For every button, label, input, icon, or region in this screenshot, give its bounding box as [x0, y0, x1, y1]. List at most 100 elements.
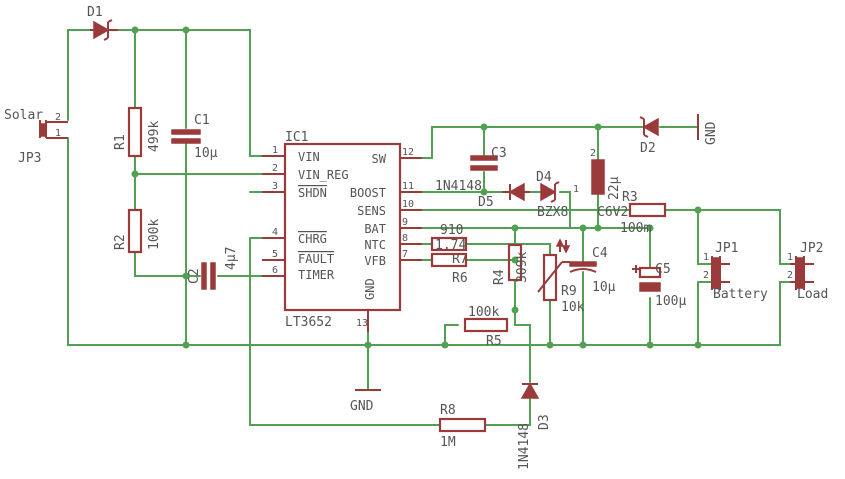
c5-ref: C5 — [655, 262, 671, 277]
ic-ref: IC1 — [285, 130, 308, 145]
c5-value: 100µ — [655, 294, 686, 309]
jp2-pin-num: 1 — [787, 252, 793, 263]
ic-pin-name: SW — [372, 152, 387, 166]
junction — [182, 26, 190, 34]
ic-lt3652: IC1 LT3652 1 2 3 4 5 6 VIN VIN_REG SHDN … — [262, 130, 422, 332]
ic-pin-name: BOOST — [350, 186, 386, 200]
resistor-r3: R3 100m — [620, 190, 667, 236]
junction — [511, 224, 519, 232]
r3-value: 100m — [620, 221, 651, 236]
inductor-l1: 2 1 22µ — [573, 148, 622, 200]
junction — [511, 256, 519, 264]
ic-pin-num: 9 — [402, 217, 408, 228]
resistor-r6: 1.74 R6 — [430, 238, 468, 286]
jp2-ref: JP2 — [800, 241, 823, 256]
c2-ref: C2 — [187, 268, 202, 284]
capacitor-c5: C5 100µ — [632, 262, 686, 309]
junction — [579, 341, 587, 349]
ic-pin-num: 4 — [272, 227, 278, 238]
zener-d4: D4 BZX8 C6V2 — [536, 170, 628, 220]
jp1-ref: JP1 — [715, 241, 738, 256]
junctions — [131, 26, 702, 349]
jp1-pin-num: 1 — [703, 252, 709, 263]
r9-value: 10k — [561, 300, 585, 315]
r2-value: 100k — [147, 219, 162, 250]
c4-value: 10µ — [592, 280, 616, 295]
ic-pin-name: VFB — [364, 254, 386, 268]
wires — [67, 29, 791, 426]
capacitor-c1: C1 10µ — [171, 113, 218, 161]
jp3-ref: JP3 — [18, 151, 41, 166]
r6-ref: R6 — [452, 271, 468, 286]
ic-pin-num: 11 — [402, 181, 414, 192]
r1-value: 499k — [147, 121, 162, 152]
junction — [182, 341, 190, 349]
junction — [646, 341, 654, 349]
resistor-r5: 100k R5 — [463, 305, 509, 349]
gnd-bottom-label: GND — [350, 399, 374, 414]
jp3-pin-num: 1 — [55, 128, 61, 139]
c1-ref: C1 — [194, 113, 210, 128]
l1-pin-num: 1 — [573, 184, 579, 195]
junction — [131, 26, 139, 34]
ic-pin-name: VIN_REG — [298, 168, 349, 182]
r2-ref: R2 — [113, 234, 128, 250]
ic-pin-name: CHRG — [298, 232, 327, 246]
jp3-label: Solar — [4, 108, 43, 123]
d4-value: BZX8 — [537, 205, 568, 220]
diode-d5: 1N4148 D5 — [435, 179, 530, 210]
r9-ref: R9 — [561, 284, 577, 299]
junction — [546, 341, 554, 349]
junction — [646, 224, 654, 232]
r1-ref: R1 — [113, 134, 128, 150]
junction — [480, 188, 488, 196]
ic-pin-name: SENS — [357, 204, 386, 218]
junction — [364, 341, 372, 349]
diode-d3: D3 1N4148 — [517, 382, 552, 470]
c1-value: 10µ — [194, 146, 218, 161]
jp1-label: Battery — [713, 287, 768, 302]
junction — [579, 224, 587, 232]
resistor-r1: R1 499k — [113, 106, 162, 158]
ic-pin-num: 7 — [402, 249, 408, 260]
ic-pin-name: NTC — [364, 238, 386, 252]
r4-ref: R4 — [492, 269, 507, 285]
junction — [594, 123, 602, 131]
thermistor-r9: R9 10k — [537, 238, 585, 315]
ic-pin-name: TIMER — [298, 268, 335, 282]
jp2-label: Load — [797, 287, 828, 302]
l1-value: 22µ — [607, 176, 622, 200]
l1-pin-num: 2 — [590, 148, 596, 159]
resistor-r8: R8 1M — [438, 403, 487, 450]
junction — [511, 306, 519, 314]
junction — [182, 272, 190, 280]
r5-value: 100k — [468, 305, 499, 320]
ic-pin-name: GND — [363, 278, 377, 300]
r5-ref: R5 — [486, 334, 502, 349]
ic-pin-num: 1 — [272, 145, 278, 156]
junction — [594, 224, 602, 232]
jp3-pin-num: 2 — [55, 112, 61, 123]
r6-value: 1.74 — [435, 238, 466, 253]
capacitor-c2: C2 4µ7 — [187, 247, 239, 290]
junction — [441, 341, 449, 349]
junction — [694, 206, 702, 214]
diode-d1: D1 — [87, 5, 118, 41]
d3-value: 1N4148 — [517, 423, 532, 470]
diode-d2: D2 — [639, 116, 659, 156]
ic-pin-name: FAULT — [298, 252, 334, 266]
zener-value: C6V2 — [597, 205, 628, 220]
d5-ref: D5 — [478, 195, 494, 210]
r4-value: 309k — [515, 252, 530, 283]
connector-jp3: Solar 2 1 JP3 — [4, 108, 68, 166]
ic-pin-num: 12 — [402, 147, 414, 158]
r8-ref: R8 — [440, 403, 456, 418]
d3-ref: D3 — [537, 414, 552, 430]
c4-ref: C4 — [592, 246, 608, 261]
resistor-r4: R4 309k — [492, 243, 530, 285]
junction — [480, 123, 488, 131]
ic-pin-num: 2 — [272, 163, 278, 174]
c2-value: 4µ7 — [224, 247, 239, 270]
d4-ref: D4 — [536, 170, 552, 185]
